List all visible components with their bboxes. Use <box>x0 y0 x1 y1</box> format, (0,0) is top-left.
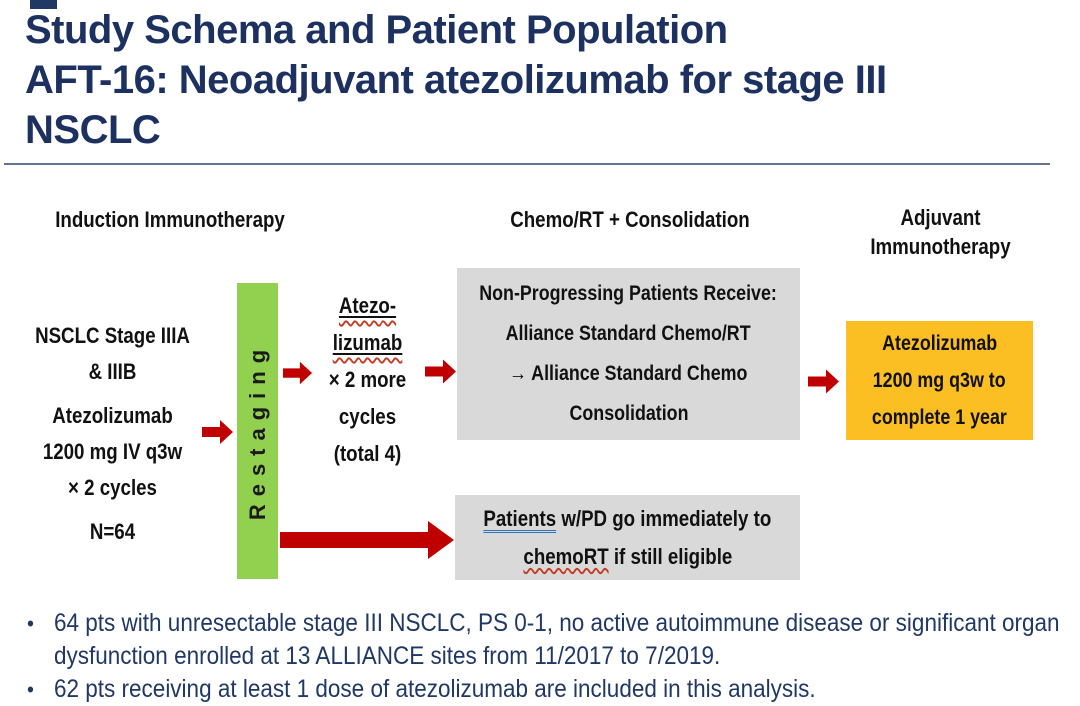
column-header-adjuvant: Adjuvant Immunotherapy <box>843 203 1038 261</box>
flow-arrow-icon <box>808 369 839 394</box>
text-line: cycles <box>338 404 397 429</box>
text-line: Consolidation <box>569 402 688 425</box>
text-line: Alliance Standard Chemo/RT <box>506 322 751 345</box>
text-line: × 2 more <box>328 367 407 392</box>
text-line-underlined: lizumab <box>332 330 403 355</box>
text-line: NSCLC Stage IIIA <box>35 323 190 348</box>
summary-bullet-list: 64 pts with unresectable stage III NSCLC… <box>27 607 1080 706</box>
column-header-chemort-consolidation: Chemo/RT + Consolidation <box>455 205 805 234</box>
flow-arrow-icon <box>202 420 233 444</box>
restaging-label: Restaging <box>244 341 270 521</box>
text-line: (total 4) <box>333 441 402 466</box>
adjuvant-header-line-1: Adjuvant <box>900 205 981 230</box>
progressive-disease-box: Patients w/PD go immediately to chemoRT … <box>455 495 800 580</box>
title-line-3: NSCLC <box>25 108 161 152</box>
flow-arrow-long-icon <box>280 521 454 559</box>
title-line-1: Study Schema and Patient Population <box>25 8 728 52</box>
column-header-chemort-label: Chemo/RT + Consolidation <box>510 207 750 232</box>
text-line: Atezolizumab <box>881 332 998 355</box>
text-line-underlined: Atezo- <box>338 293 397 318</box>
induction-population-text: NSCLC Stage IIIA & IIIB Atezolizumab 120… <box>15 318 210 550</box>
text-line: N=64 <box>89 519 136 544</box>
text-line: → Alliance Standard Chemo <box>509 362 748 385</box>
title-line-2: AFT-16: Neoadjuvant atezolizumab for sta… <box>25 58 887 102</box>
adjuvant-header-line-2: Immunotherapy <box>870 234 1011 259</box>
column-header-induction-label: Induction Immunotherapy <box>55 207 285 232</box>
slide-title: Study Schema and Patient Population AFT-… <box>25 5 1070 155</box>
bullet-item: 62 pts receiving at least 1 dose of atez… <box>27 673 1080 706</box>
flow-arrow-icon <box>283 361 313 385</box>
bullet-item: 64 pts with unresectable stage III NSCLC… <box>27 607 1080 673</box>
restaging-bar: Restaging <box>237 283 278 579</box>
non-progressing-patients-box: Non-Progressing Patients Receive: Allian… <box>457 268 800 440</box>
spellcheck-underlined-word: chemoRT <box>523 543 609 569</box>
text-line: 1200 mg IV q3w <box>42 439 183 464</box>
text-line: Non-Progressing Patients Receive: <box>479 282 778 305</box>
column-header-induction: Induction Immunotherapy <box>15 205 325 234</box>
text-line: chemoRT if still eligible <box>523 543 732 569</box>
flow-arrow-icon <box>425 359 456 384</box>
atezolizumab-cycles-text: Atezo- lizumab × 2 more cycles (total 4) <box>310 287 425 472</box>
slide-corner-decoration <box>30 0 57 9</box>
text-line: Atezolizumab <box>52 403 173 428</box>
grammar-underlined-word: Patients <box>483 505 557 531</box>
text-line: 1200 mg q3w to <box>873 369 1006 392</box>
text-line: Patients w/PD go immediately to <box>483 505 772 531</box>
text-line: & IIIB <box>88 359 137 384</box>
adjuvant-atezolizumab-box: Atezolizumab 1200 mg q3w to complete 1 y… <box>846 321 1033 440</box>
title-divider <box>4 163 1050 165</box>
text-line: complete 1 year <box>872 406 1007 429</box>
text-line: × 2 cycles <box>68 475 157 500</box>
